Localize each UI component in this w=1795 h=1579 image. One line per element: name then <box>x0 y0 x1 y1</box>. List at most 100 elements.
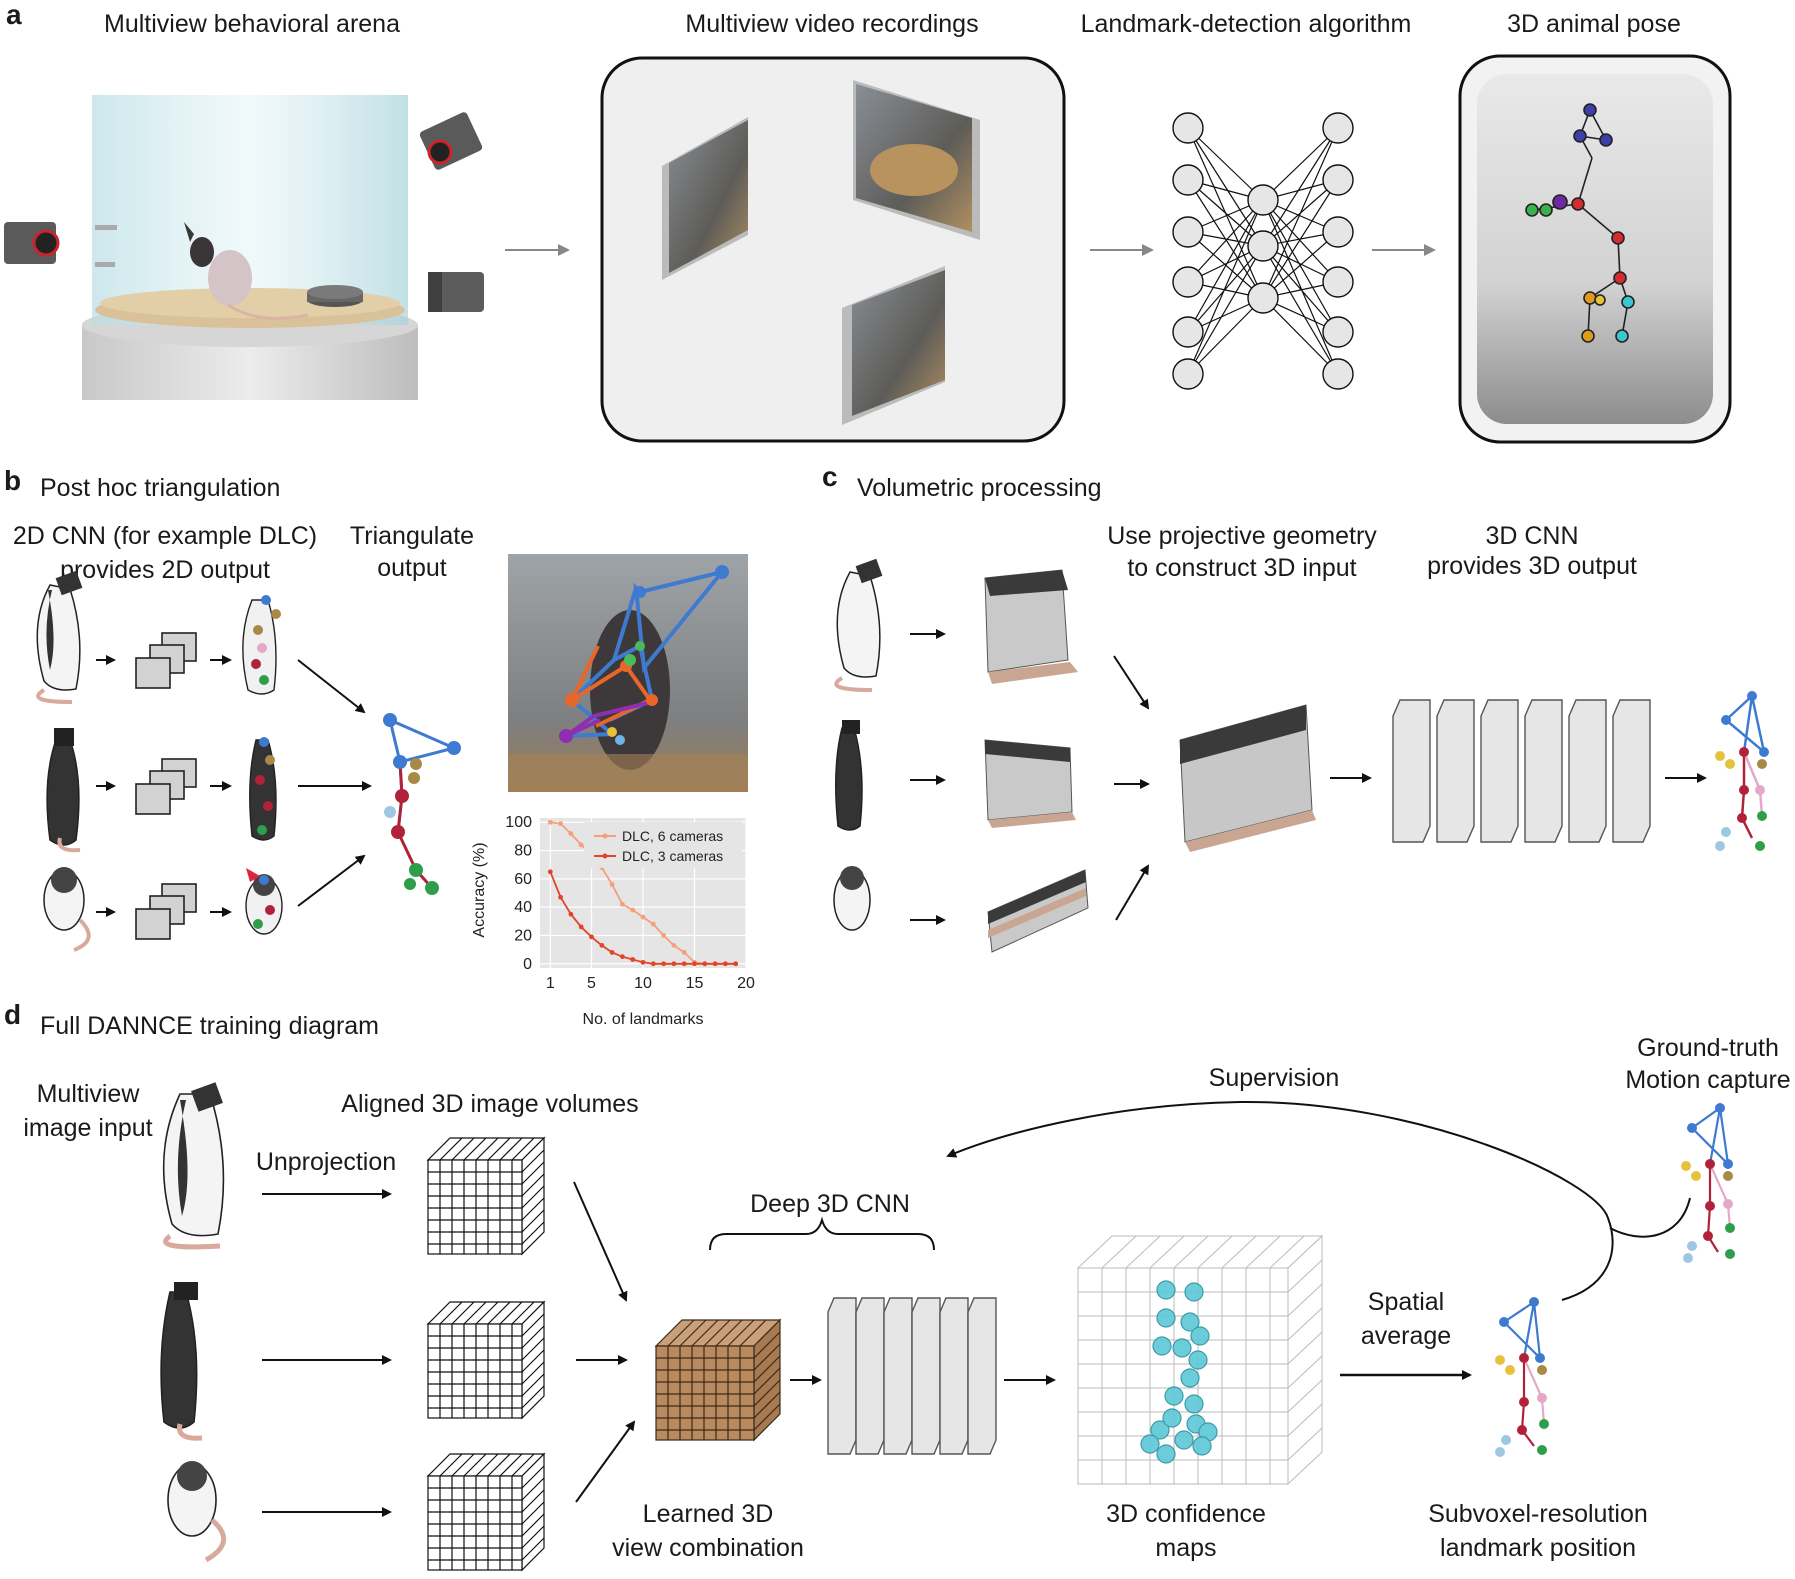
panel-d-subvoxel-line2: landmark position <box>1440 1534 1636 1562</box>
camera-icon <box>428 272 484 312</box>
unprojected-volume <box>984 739 1076 828</box>
y-axis-label: Accuracy (%) <box>471 842 488 937</box>
panel-c-title: Volumetric processing <box>857 474 1102 502</box>
feature-maps-icon <box>135 758 197 815</box>
panel-c-3dcnn-line1: 3D CNN <box>1485 522 1578 550</box>
rat-view-top <box>46 728 81 853</box>
legend-label-3-cameras: DLC, 3 cameras <box>622 848 723 864</box>
legend-marker-3-cameras <box>602 853 608 859</box>
feature-maps-icon <box>135 632 197 689</box>
data-point <box>620 954 625 960</box>
panel-b-triangulate-line1: Triangulate <box>350 522 474 550</box>
aligned-image-volume <box>426 1300 546 1420</box>
unprojected-volume <box>984 569 1078 684</box>
data-point <box>671 961 677 967</box>
panel-b: b Post hoc triangulation 2D CNN (for exa… <box>4 465 755 1028</box>
combined-3d-input-volume <box>1179 704 1316 852</box>
camera-icon <box>419 112 483 170</box>
data-point <box>547 869 553 875</box>
panel-b-cnn-label-line1: 2D CNN (for example DLC) <box>13 522 317 550</box>
rat-view-top <box>835 720 863 831</box>
rat-view-front <box>167 1461 226 1563</box>
confidence-map-volume <box>1076 1234 1324 1486</box>
panel-a-title-arena: Multiview behavioral arena <box>104 10 400 38</box>
data-point <box>640 959 646 965</box>
panel-a: a Multiview behavioral arena Multiview v… <box>4 0 1732 444</box>
panel-d-volumes-label: Aligned 3D image volumes <box>341 1090 638 1118</box>
rat-view-front <box>43 867 91 952</box>
data-point <box>630 907 636 913</box>
panel-d-groundtruth-line2: Motion capture <box>1625 1066 1790 1094</box>
data-point <box>558 821 563 827</box>
aligned-image-volume <box>426 1452 546 1572</box>
rat-view-side <box>162 1082 225 1250</box>
data-point <box>661 961 666 967</box>
rat-view-front <box>833 866 871 931</box>
panel-b-cnn-label-line2: provides 2D output <box>60 556 270 584</box>
legend-box <box>584 822 742 868</box>
panel-c-projection-line2: to construct 3D input <box>1127 554 1356 582</box>
x-tick-label: 1 <box>546 975 555 992</box>
y-tick-label: 20 <box>514 927 532 944</box>
video-frame <box>853 80 980 240</box>
data-point <box>650 961 656 967</box>
deep-3d-cnn-layers <box>827 1297 997 1455</box>
panel-c-projection-line1: Use projective geometry <box>1107 522 1377 550</box>
supervision-arrow <box>946 1100 1614 1301</box>
panel-d-spatial-line1: Spatial <box>1368 1288 1444 1316</box>
panel-d-input-line2: image input <box>23 1114 152 1142</box>
ground-truth-connector <box>1609 1197 1691 1238</box>
y-tick-label: 40 <box>514 899 532 916</box>
data-point <box>650 921 656 927</box>
panel-d-deep-cnn-label: Deep 3D CNN <box>750 1190 910 1218</box>
subvoxel-landmark-skeleton <box>1495 1297 1549 1457</box>
pose-render-scene <box>1477 74 1713 424</box>
video-frame <box>662 117 748 280</box>
panel-d-learned-line1: Learned 3D <box>643 1500 774 1528</box>
y-tick-label: 60 <box>514 871 532 888</box>
video-frame-with-skeleton-overlay <box>508 554 748 792</box>
data-point <box>609 950 615 955</box>
x-tick-label: 10 <box>634 975 652 992</box>
rat-view-top <box>160 1282 203 1441</box>
neural-network-diagram <box>1172 112 1354 390</box>
panel-d-title: Full DANNCE training diagram <box>40 1012 379 1040</box>
panel-c: c Volumetric processing Use projective g… <box>822 461 1769 953</box>
x-tick-label: 15 <box>686 975 704 992</box>
data-point <box>692 961 697 967</box>
feature-maps-icon <box>135 883 197 940</box>
legend-label-6-cameras: DLC, 6 cameras <box>622 828 723 844</box>
panel-b-title: Post hoc triangulation <box>40 474 280 502</box>
data-point <box>589 934 594 940</box>
data-point <box>568 911 574 917</box>
panel-b-triangulate-line2: output <box>377 554 447 582</box>
x-tick-label: 5 <box>587 975 596 992</box>
rat-with-2d-landmarks <box>245 868 283 935</box>
arena-illustration <box>82 95 418 400</box>
data-point <box>578 924 584 930</box>
panel-d-groundtruth-line1: Ground-truth <box>1637 1034 1779 1062</box>
panel-c-3dcnn-line2: provides 3D output <box>1427 552 1637 580</box>
panel-a-letter: a <box>6 0 22 30</box>
data-point <box>630 957 636 962</box>
data-point <box>671 942 677 948</box>
data-point <box>620 901 625 907</box>
panel-a-title-algorithm: Landmark-detection algorithm <box>1081 10 1412 38</box>
data-point <box>681 961 687 967</box>
panel-d: d Full DANNCE training diagram Multiview… <box>4 999 1791 1572</box>
unprojected-volume <box>987 869 1089 953</box>
brace <box>709 1216 935 1251</box>
panel-c-letter: c <box>822 461 838 492</box>
aligned-image-volume <box>426 1136 546 1256</box>
data-point <box>558 894 563 900</box>
learned-view-combination-volume <box>654 1318 782 1442</box>
series-layer <box>547 819 739 967</box>
data-point <box>568 831 574 836</box>
data-point <box>681 950 687 955</box>
y-tick-label: 100 <box>505 814 532 831</box>
camera-icon <box>4 222 60 264</box>
video-frame <box>842 266 945 425</box>
data-point <box>733 961 739 967</box>
